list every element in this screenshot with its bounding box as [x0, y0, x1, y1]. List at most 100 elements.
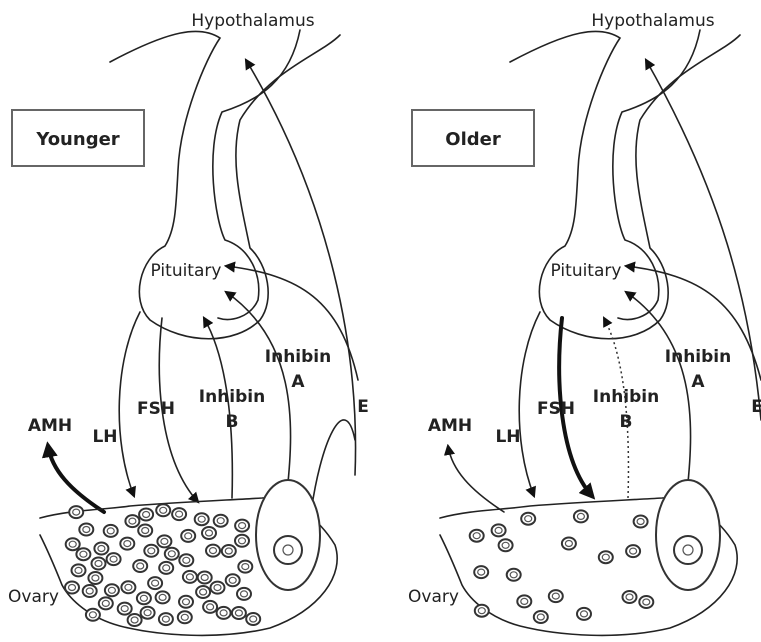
- oocyte: [674, 536, 702, 564]
- follicle: [159, 613, 173, 625]
- follicle: [222, 545, 236, 557]
- follicle: [203, 601, 217, 613]
- follicle: [66, 538, 80, 550]
- lh-label: LH: [92, 427, 117, 447]
- follicle: [104, 525, 118, 537]
- follicle: [137, 592, 151, 604]
- follicle: [148, 577, 162, 589]
- condition-label: Younger: [35, 129, 119, 150]
- follicle: [206, 545, 220, 557]
- follicle: [181, 530, 195, 542]
- lh-label: LH: [495, 427, 520, 447]
- pituitary-label: Pituitary: [151, 261, 222, 281]
- follicle: [235, 535, 249, 547]
- follicle: [65, 582, 79, 594]
- follicle: [179, 554, 193, 566]
- follicle-group: [470, 510, 654, 623]
- follicle: [470, 530, 484, 542]
- follicle: [474, 566, 488, 578]
- follicle: [235, 520, 249, 532]
- inhibin-b-arrow: [604, 318, 628, 498]
- follicle: [562, 538, 576, 550]
- follicle: [92, 558, 106, 570]
- inhibin-a-label-1: Inhibin: [665, 347, 731, 367]
- follicle: [237, 588, 251, 600]
- follicle: [133, 560, 147, 572]
- panel-older: Hypothalamus Older Pituitary AMH LH FSH …: [408, 11, 761, 635]
- follicle: [202, 527, 216, 539]
- follicle: [144, 545, 158, 557]
- follicle: [577, 608, 591, 620]
- fsh-label: FSH: [137, 399, 175, 419]
- follicle: [475, 605, 489, 617]
- follicle: [69, 506, 83, 518]
- hypothalamus-label: Hypothalamus: [191, 11, 314, 31]
- follicle: [94, 543, 108, 555]
- follicle: [156, 591, 170, 603]
- inhibin-a-label-1: Inhibin: [265, 347, 331, 367]
- follicle: [492, 524, 506, 536]
- hypothalamus-outline: [110, 31, 340, 338]
- follicle: [574, 510, 588, 522]
- inhibin-b-label-2: B: [620, 412, 633, 432]
- follicle: [118, 603, 132, 615]
- follicle: [172, 508, 186, 520]
- hypothalamus-outline-inner: [613, 30, 700, 319]
- follicle: [72, 564, 86, 576]
- follicle: [99, 597, 113, 609]
- follicle: [125, 515, 139, 527]
- follicle: [238, 561, 252, 573]
- follicle: [232, 607, 246, 619]
- follicle: [639, 596, 653, 608]
- follicle: [141, 607, 155, 619]
- follicle: [76, 548, 90, 560]
- follicle: [246, 613, 260, 625]
- follicle: [634, 516, 648, 528]
- follicle: [165, 548, 179, 560]
- follicle: [179, 596, 193, 608]
- follicle: [86, 609, 100, 621]
- follicle: [159, 562, 173, 574]
- follicle: [599, 551, 613, 563]
- e-label: E: [751, 397, 761, 417]
- follicle: [196, 586, 210, 598]
- inhibin-b-label-2: B: [226, 412, 239, 432]
- panel-younger: Hypothalamus Younger Pituitary AMH LH FS…: [8, 11, 369, 635]
- follicle: [128, 614, 142, 626]
- follicle: [107, 553, 121, 565]
- ovary-label: Ovary: [8, 587, 59, 607]
- hypothalamus-outline: [510, 31, 740, 338]
- follicle: [178, 611, 192, 623]
- follicle: [83, 585, 97, 597]
- follicle: [521, 513, 535, 525]
- follicle: [507, 569, 521, 581]
- follicle: [121, 581, 135, 593]
- hypothalamus-outline-inner: [213, 30, 300, 319]
- follicle: [623, 591, 637, 603]
- follicle: [105, 584, 119, 596]
- ovary-label: Ovary: [408, 587, 459, 607]
- follicle: [217, 607, 231, 619]
- follicle: [138, 525, 152, 537]
- follicle: [120, 538, 134, 550]
- follicle: [195, 513, 209, 525]
- follicle: [88, 572, 102, 584]
- inhibin-b-label-1: Inhibin: [593, 387, 659, 407]
- follicle-group: [65, 504, 260, 626]
- follicle: [549, 590, 563, 602]
- e-label: E: [357, 397, 369, 417]
- follicle: [198, 572, 212, 584]
- follicle: [534, 611, 548, 623]
- follicle: [139, 509, 153, 521]
- amh-arrow: [448, 446, 504, 512]
- inhibin-a-label-2: A: [691, 372, 705, 392]
- amh-arrow: [48, 446, 104, 512]
- follicle: [499, 539, 513, 551]
- follicle: [214, 515, 228, 527]
- fsh-label: FSH: [537, 399, 575, 419]
- amh-label: AMH: [28, 416, 72, 436]
- follicle: [517, 595, 531, 607]
- hypothalamus-label: Hypothalamus: [591, 11, 714, 31]
- condition-label: Older: [445, 129, 501, 150]
